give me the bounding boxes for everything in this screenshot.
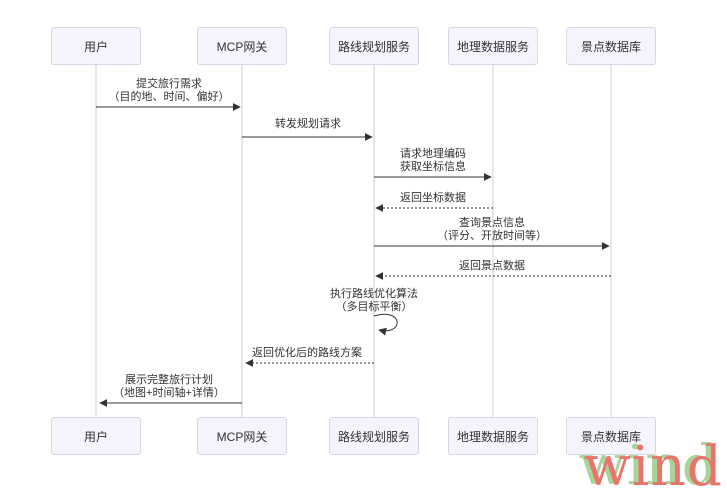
message-line: 请求地理编码	[400, 148, 466, 160]
message-forward-request: 转发规划请求	[228, 118, 388, 131]
actor-label: 路线规划服务	[337, 429, 410, 444]
message-line: （目的地、时间、偏好）	[108, 91, 230, 103]
actor-label: 用户	[83, 429, 108, 444]
actor-bottom-user: 用户	[51, 417, 141, 455]
actor-top-mcp-gateway: MCP网关	[197, 27, 287, 65]
message-return-route-plan: 返回优化后的路线方案	[212, 347, 402, 360]
actor-top-geo-service: 地理数据服务	[448, 27, 538, 65]
actor-label: 用户	[83, 39, 108, 54]
message-show-plan: 展示完整旅行计划 （地图+时间轴+详情）	[74, 374, 264, 400]
message-line: 转发规划请求	[275, 118, 341, 130]
actor-bottom-route-service: 路线规划服务	[329, 417, 419, 455]
message-arrows	[96, 103, 611, 407]
message-line: 返回景点数据	[459, 260, 525, 272]
message-return-poi-data: 返回景点数据	[397, 260, 587, 273]
message-submit-request: 提交旅行需求 （目的地、时间、偏好）	[74, 78, 264, 104]
message-line: （多目标平衡）	[335, 301, 413, 313]
actor-top-poi-db: 景点数据库	[566, 27, 656, 65]
actor-top-route-service: 路线规划服务	[329, 27, 419, 65]
actor-label: 景点数据库	[580, 39, 641, 54]
actor-label: 地理数据服务	[456, 39, 529, 54]
message-self-loop-optimize: 执行路线优化算法 （多目标平衡）	[279, 288, 469, 314]
arrow-self-loop-optimize	[373, 313, 398, 336]
message-line: 获取坐标信息	[400, 161, 466, 173]
actor-label: MCP网关	[216, 39, 268, 54]
actor-bottom-geo-service: 地理数据服务	[448, 417, 538, 455]
message-line: 提交旅行需求	[136, 78, 202, 90]
message-line: （评分、开放时间等）	[437, 230, 547, 242]
message-line: 查询景点信息	[459, 217, 525, 229]
message-return-coordinates: 返回坐标数据	[353, 192, 513, 205]
message-line: 执行路线优化算法	[330, 288, 418, 300]
message-line: （地图+时间轴+详情）	[113, 387, 225, 399]
actor-bottom-poi-db: 景点数据库	[566, 417, 656, 455]
message-query-poi: 查询景点信息 （评分、开放时间等）	[397, 217, 587, 243]
lifelines	[95, 65, 612, 417]
watermark: wind	[583, 434, 723, 498]
actor-top-user: 用户	[51, 27, 141, 65]
actor-label: 路线规划服务	[337, 39, 410, 54]
message-line: 返回优化后的路线方案	[252, 347, 362, 359]
actor-label: MCP网关	[216, 429, 268, 444]
actor-bottom-mcp-gateway: MCP网关	[197, 417, 287, 455]
message-line: 展示完整旅行计划	[125, 374, 213, 386]
message-line: 返回坐标数据	[400, 192, 466, 204]
actor-label: 地理数据服务	[456, 429, 529, 444]
message-geocode-request: 请求地理编码 获取坐标信息	[353, 148, 513, 174]
actor-label: 景点数据库	[580, 429, 641, 444]
